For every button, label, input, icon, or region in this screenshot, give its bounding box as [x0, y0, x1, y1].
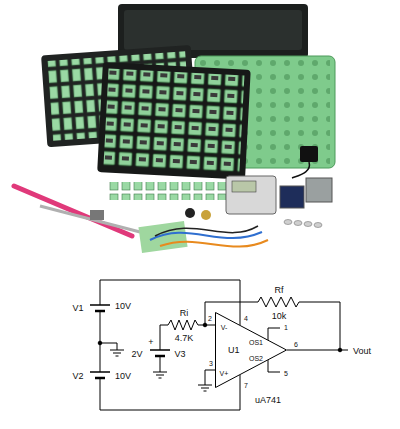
part-number: uA741 [255, 396, 281, 405]
ground-symbol [110, 350, 124, 356]
junction-dot [98, 341, 102, 345]
battery-plate [90, 371, 110, 373]
power-adapter [300, 146, 318, 162]
bell [201, 210, 211, 220]
part-reference: U1 [228, 345, 240, 355]
component-name: V1 [72, 304, 83, 313]
resistor-symbol [168, 320, 200, 330]
case-lid [124, 10, 302, 50]
multimeter [226, 176, 276, 214]
component-name: V3 [174, 350, 185, 359]
component-value: 10V [115, 302, 131, 311]
wire [160, 325, 168, 350]
resistor-symbol [258, 297, 302, 307]
orange-lead [160, 240, 268, 247]
wire [100, 343, 117, 350]
kit-photo [14, 4, 335, 253]
pin-number: 2 [208, 315, 212, 322]
wire [287, 302, 340, 350]
junction-dot [203, 323, 207, 327]
pin-stub [268, 328, 280, 340]
opamp-body: U1 [215, 312, 287, 388]
black-lead [155, 226, 258, 236]
ground-symbol [153, 372, 167, 378]
rod-metal [40, 206, 140, 232]
adapter-cord [292, 162, 309, 178]
schematic [90, 280, 348, 410]
pin-name: OS1 [249, 339, 263, 346]
component-value: 10k [272, 312, 287, 321]
opamp-triangle [215, 312, 287, 388]
blue-lead [150, 232, 262, 240]
pin-name: V- [221, 324, 228, 331]
component-value: 4.7K [175, 334, 194, 343]
component-name: Rf [275, 286, 284, 295]
pin-number: 4 [244, 315, 248, 322]
battery-plate [90, 304, 110, 306]
small-parts [284, 220, 322, 228]
wire [205, 370, 215, 385]
battery-plate [150, 349, 170, 351]
opamp-outline [216, 313, 287, 388]
pin-number: 3 [209, 360, 213, 367]
pin-number: 7 [244, 382, 248, 389]
buzzer [185, 208, 195, 218]
polarity-mark: + [148, 338, 153, 347]
junction-dot [338, 348, 342, 352]
component-value: 10V [115, 372, 131, 381]
wire [160, 356, 161, 372]
pin-number: 5 [284, 370, 288, 377]
signal-name: Vout [353, 347, 371, 356]
pin-number: 1 [284, 324, 288, 331]
meter-display [232, 181, 256, 192]
pin-stub [268, 360, 280, 372]
booklet [138, 221, 187, 253]
motor-box [306, 178, 332, 202]
pin-name: V+ [220, 370, 229, 377]
solar-cell [280, 186, 304, 208]
wire [200, 325, 215, 326]
component-row [108, 182, 230, 200]
component-name: Ri [180, 309, 189, 318]
tray-front [97, 62, 251, 180]
ground-symbol [198, 385, 212, 391]
clamp [90, 210, 104, 220]
component-name: V2 [72, 372, 83, 381]
pin-name: OS2 [249, 355, 263, 362]
component-value: 2V [131, 350, 142, 359]
pin-number: 6 [294, 341, 298, 348]
